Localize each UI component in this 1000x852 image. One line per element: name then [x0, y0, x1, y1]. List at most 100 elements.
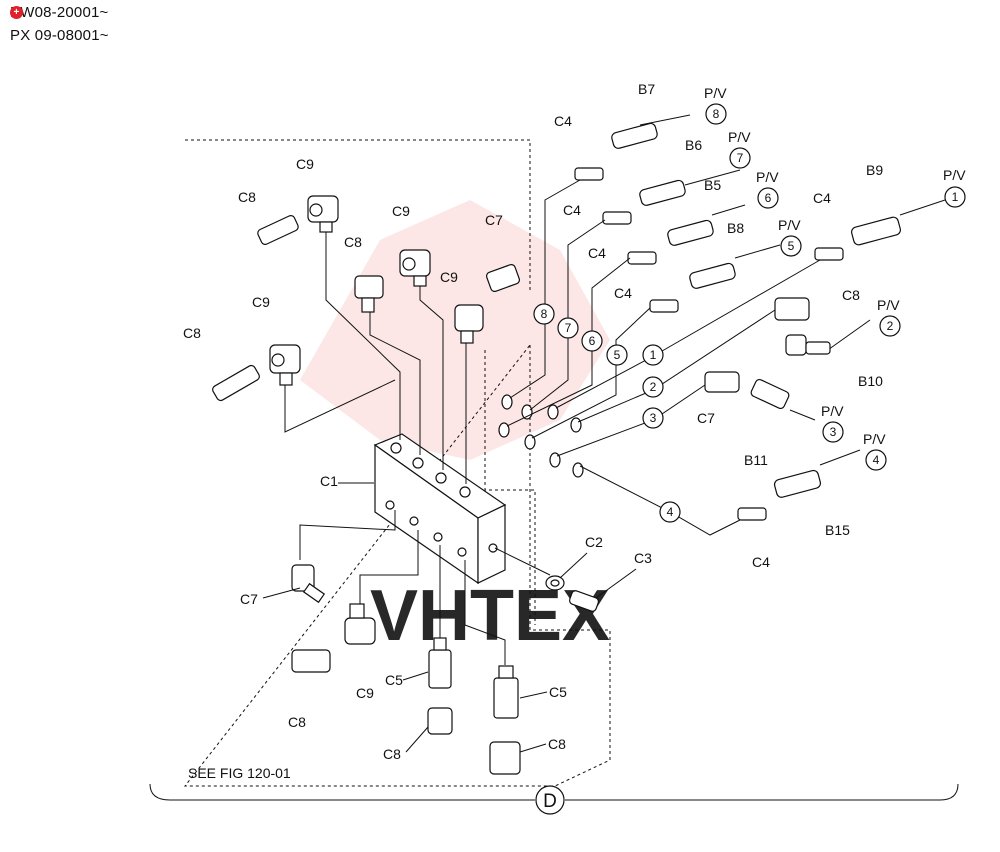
view-d-circle [535, 785, 565, 815]
port-number-1: 1 [642, 344, 664, 366]
pv-label-8: P/V [704, 85, 727, 101]
label-c4-e: C4 [614, 285, 632, 301]
svg-text:6: 6 [589, 334, 596, 348]
hose-b7 [574, 114, 691, 181]
label-b10: B10 [858, 373, 883, 389]
port-number-6: 6 [581, 330, 603, 352]
port-number-3: 3 [642, 407, 664, 429]
manifold-block-c1 [373, 433, 507, 585]
svg-text:8: 8 [541, 307, 548, 321]
fitting-c7-bottom [291, 564, 326, 604]
svg-text:3: 3 [650, 411, 657, 425]
pv-4: 4 [865, 449, 887, 471]
fitting-c9-bottom [344, 603, 376, 645]
label-b6: B6 [685, 137, 702, 153]
label-c4-a: C4 [554, 113, 572, 129]
fitting-c9-top [307, 195, 339, 233]
pv-6: 6 [757, 187, 779, 209]
label-c8-f: C8 [548, 736, 566, 752]
label-c3: C3 [634, 550, 652, 566]
label-c8-b: C8 [344, 234, 362, 250]
view-brace [149, 783, 959, 801]
fitting-c8-top [257, 215, 299, 245]
label-b8: B8 [727, 220, 744, 236]
label-c2: C2 [585, 534, 603, 550]
pv-label-3: P/V [821, 403, 844, 419]
port-number-7: 7 [557, 317, 579, 339]
svg-text:2: 2 [887, 319, 894, 333]
fitting-c9-mid [399, 249, 431, 287]
fitting-c9-left [269, 344, 301, 386]
svg-text:5: 5 [788, 239, 795, 253]
label-c7-a: C7 [485, 212, 503, 228]
watermark-text: VHTEX [370, 576, 610, 656]
pv-5: 5 [780, 235, 802, 257]
label-c7-b: C7 [240, 591, 258, 607]
svg-text:5: 5 [614, 348, 621, 362]
svg-text:2: 2 [650, 380, 657, 394]
pv-1: 1 [944, 186, 966, 208]
label-c9-d: C9 [252, 294, 270, 310]
label-c8-d: C8 [288, 714, 306, 730]
pv-label-5: P/V [778, 217, 801, 233]
hose-b6 [602, 169, 741, 225]
fitting-c8-mid [354, 275, 384, 313]
fitting-c7-right [704, 371, 740, 393]
fitting-c7-top [486, 263, 520, 293]
fitting-c8-bottom-left [291, 649, 331, 673]
label-c4-b: C4 [563, 202, 581, 218]
label-c4-f: C4 [752, 554, 770, 570]
pv-label-2: P/V [877, 297, 900, 313]
label-c7-right: C7 [697, 410, 715, 426]
pv-2: 2 [879, 315, 901, 337]
label-b11: B11 [744, 452, 768, 468]
pv-label-7: P/V [728, 129, 751, 145]
svg-text:7: 7 [737, 151, 744, 165]
port-number-4: 4 [659, 501, 681, 523]
washer-c2 [545, 575, 565, 591]
label-c4-d: C4 [588, 245, 606, 261]
label-c9-e: C9 [356, 685, 374, 701]
label-c1: C1 [320, 473, 338, 489]
label-c8-c: C8 [183, 325, 201, 341]
serial-range-2: PX 09-08001~ [10, 27, 109, 44]
hose-b8 [649, 244, 781, 313]
watermark-logo-icon [300, 200, 610, 460]
serial-text-1: PW08-20001~ [10, 4, 109, 21]
hose-b10 [785, 319, 871, 356]
port-number-2: 2 [642, 376, 664, 398]
pv-8: 8 [705, 103, 727, 125]
hose-b9 [814, 199, 946, 261]
label-b5: B5 [704, 177, 721, 193]
fitting-c8-left [212, 364, 260, 402]
label-b7: B7 [638, 81, 655, 97]
svg-text:4: 4 [873, 453, 880, 467]
hose-b11 [750, 378, 816, 421]
label-c8-a: C8 [238, 189, 256, 205]
port-number-5: 5 [606, 344, 628, 366]
label-b9: B9 [866, 162, 883, 178]
hose-b15 [737, 449, 861, 521]
fitting-c5-right [493, 665, 519, 719]
svg-text:7: 7 [565, 321, 572, 335]
label-b15: B15 [825, 522, 850, 538]
fitting-c9-right [454, 304, 484, 344]
svg-text:3: 3 [830, 425, 837, 439]
label-c9-b: C9 [392, 203, 410, 219]
svg-text:1: 1 [650, 348, 657, 362]
fitting-c5-left [428, 637, 452, 689]
pv-label-6: P/V [756, 169, 779, 185]
label-c5-a: C5 [385, 672, 403, 688]
pv-label-4: P/V [863, 431, 886, 447]
label-c5-b: C5 [549, 684, 567, 700]
assembly-outline [183, 139, 611, 787]
pv-7: 7 [729, 147, 751, 169]
fitting-c8-bottom-right [489, 741, 521, 775]
plug-c3 [568, 590, 600, 612]
label-c8-e: C8 [383, 746, 401, 762]
fitting-c8-right [774, 297, 810, 321]
new-badge-icon: + [10, 6, 23, 19]
serial-range-1: + PW08-20001~ [10, 4, 109, 21]
hose-b5 [627, 204, 746, 265]
